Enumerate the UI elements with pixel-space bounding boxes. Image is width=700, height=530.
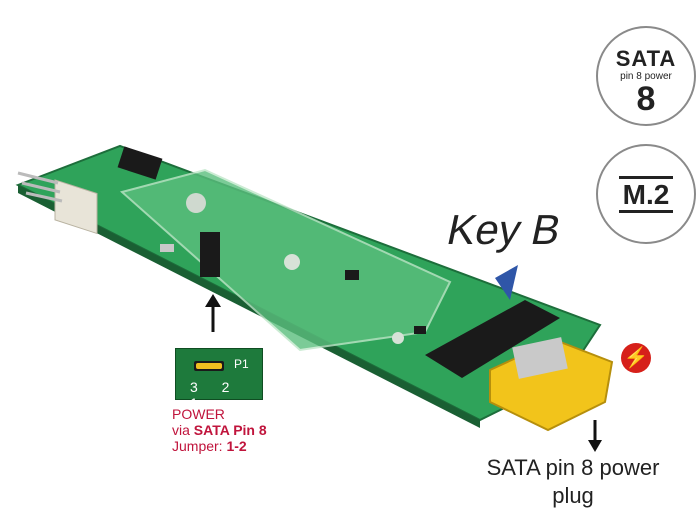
jumper-pin-numbers: 3 2 1: [190, 379, 240, 411]
sata-badge-title: SATA: [615, 46, 677, 71]
jumper-inset: P1 3 2 1: [175, 348, 263, 411]
sata-pin8-badge: SATA pin 8 power 8: [596, 26, 696, 126]
key-b-label: Key B: [443, 206, 566, 253]
mount-hole-3: [392, 332, 404, 344]
power-note-line2: via SATA Pin 8: [172, 422, 267, 438]
key-b-arrow: [495, 265, 518, 300]
power-note-line1: POWER: [172, 406, 225, 422]
sata-badge-subtitle: pin 8 power: [620, 71, 672, 82]
jumper-designator: P1: [234, 357, 249, 371]
sata-plug-caption-line2: plug: [552, 483, 594, 508]
m2-socket: [425, 300, 560, 378]
m2-badge-label: M.2: [618, 176, 674, 213]
smd-component-1: [160, 244, 174, 252]
m2-badge: M.2: [596, 144, 696, 244]
pcb-edge: [18, 185, 480, 428]
power-note-line3: Jumper: 1-2: [172, 438, 247, 454]
mount-hole-2: [284, 254, 300, 270]
sata-plug-caption-line1: SATA pin 8 power: [486, 455, 660, 480]
lightning-bolt-icon: ⚡: [621, 343, 651, 373]
regulator-chip: [117, 146, 163, 180]
sata-plug-caption: SATA pin 8 power plug: [448, 454, 698, 510]
jumper-pointer-arrow: [205, 294, 221, 332]
smd-component-2: [345, 270, 359, 280]
board-jumper: [200, 232, 220, 277]
power-note: POWER via SATA Pin 8 Jumper: 1-2: [172, 406, 267, 454]
mount-hole-1: [186, 193, 206, 213]
sata-pointer-arrow: [588, 420, 602, 452]
molex-connector: [17, 171, 98, 235]
sata-badge-number: 8: [636, 80, 656, 118]
sata-plug-latch: [512, 337, 568, 379]
smd-component-3: [414, 326, 426, 334]
jumper-cap: [196, 363, 222, 369]
